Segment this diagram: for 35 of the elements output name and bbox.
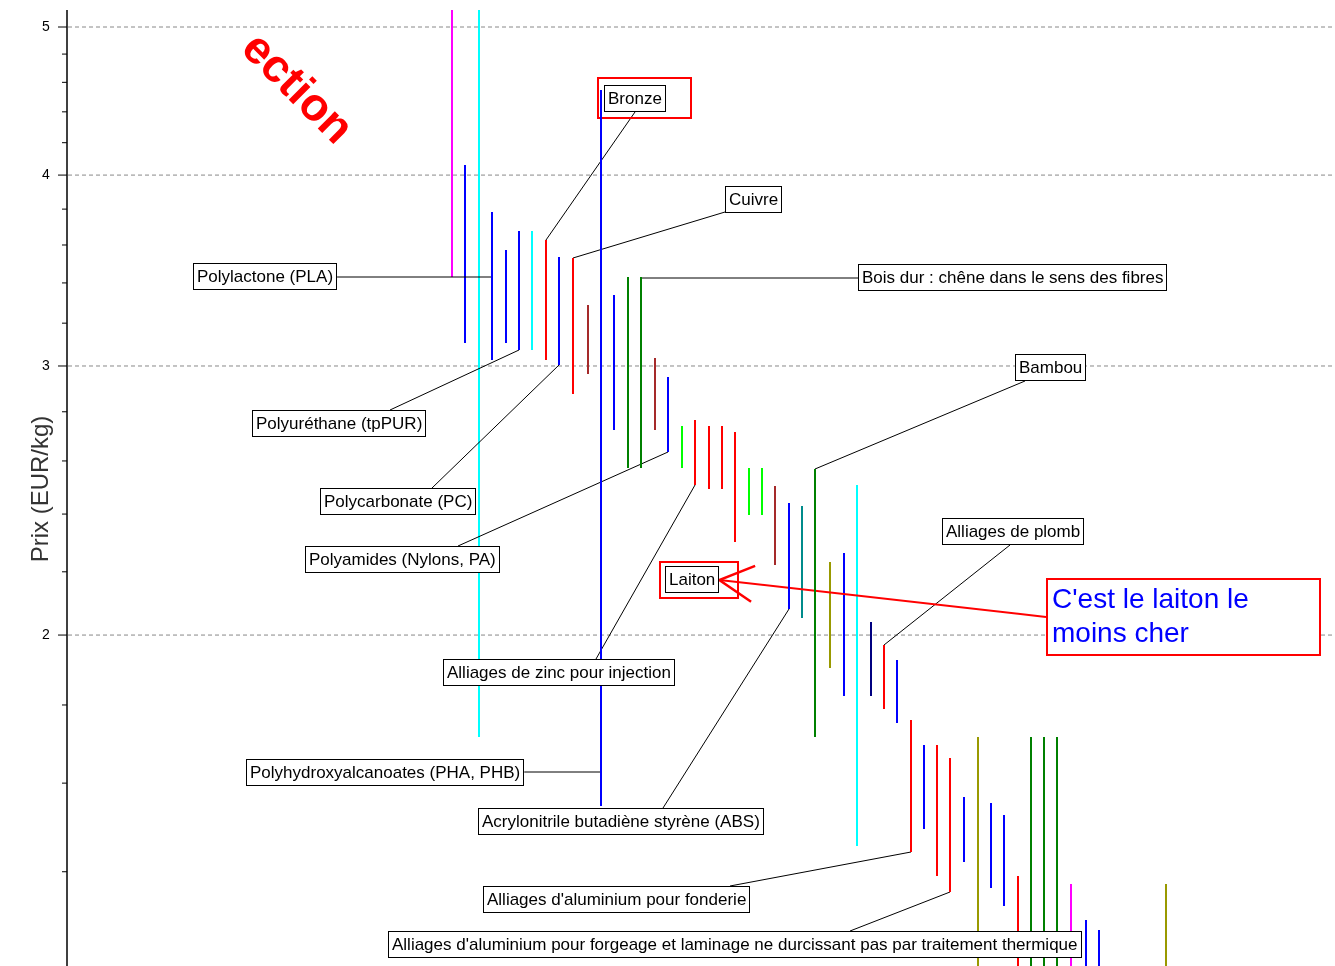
leader-line bbox=[595, 484, 696, 660]
callout-note: C'est le laiton le moins cher bbox=[1046, 578, 1321, 656]
material-label: Polylactone (PLA) bbox=[193, 263, 338, 290]
leader-line bbox=[457, 451, 669, 547]
leader-line bbox=[662, 608, 790, 809]
leader-line bbox=[639, 277, 859, 279]
leader-line bbox=[336, 276, 492, 278]
axis-tick-label: 2 bbox=[42, 626, 50, 643]
material-label: Alliages d'aluminium pour forgeage et laminage ne durcissant pas par traitement thermique bbox=[388, 931, 1082, 958]
material-label: Polyuréthane (tpPUR) bbox=[252, 410, 427, 437]
leader-line bbox=[389, 349, 520, 411]
axis-tick-label: 3 bbox=[42, 357, 50, 373]
material-label: Alliages de plomb bbox=[942, 518, 1085, 545]
axis-title: Prix (EUR/kg) bbox=[26, 414, 54, 565]
leader-line bbox=[883, 544, 1011, 646]
leader-line bbox=[849, 891, 951, 932]
material-label: Acrylonitrile butadiène styrène (ABS) bbox=[478, 808, 764, 835]
material-label: Bronze bbox=[604, 85, 666, 112]
material-label: Laiton bbox=[665, 566, 720, 593]
material-label: Polycarbonate (PC) bbox=[320, 488, 477, 515]
leader-line bbox=[545, 111, 636, 241]
axis-tick-label: 4 bbox=[42, 166, 50, 183]
axis-tick-label: 5 bbox=[42, 18, 50, 34]
arrow bbox=[718, 564, 1047, 618]
material-label: Bambou bbox=[1015, 354, 1087, 381]
material-label: Polyamides (Nylons, PA) bbox=[305, 546, 500, 573]
leader-line bbox=[572, 211, 726, 259]
material-label: Alliages de zinc pour injection bbox=[443, 659, 675, 686]
leader-line bbox=[814, 380, 1026, 470]
material-label: Bois dur : chêne dans le sens des fibres bbox=[858, 264, 1168, 291]
leader-line bbox=[431, 364, 560, 489]
material-label: Alliages d'aluminium pour fonderie bbox=[483, 886, 751, 913]
material-label: Cuivre bbox=[725, 186, 783, 213]
leader-line bbox=[523, 771, 601, 773]
material-label: Polyhydroxyalcanoates (PHA, PHB) bbox=[246, 759, 525, 786]
